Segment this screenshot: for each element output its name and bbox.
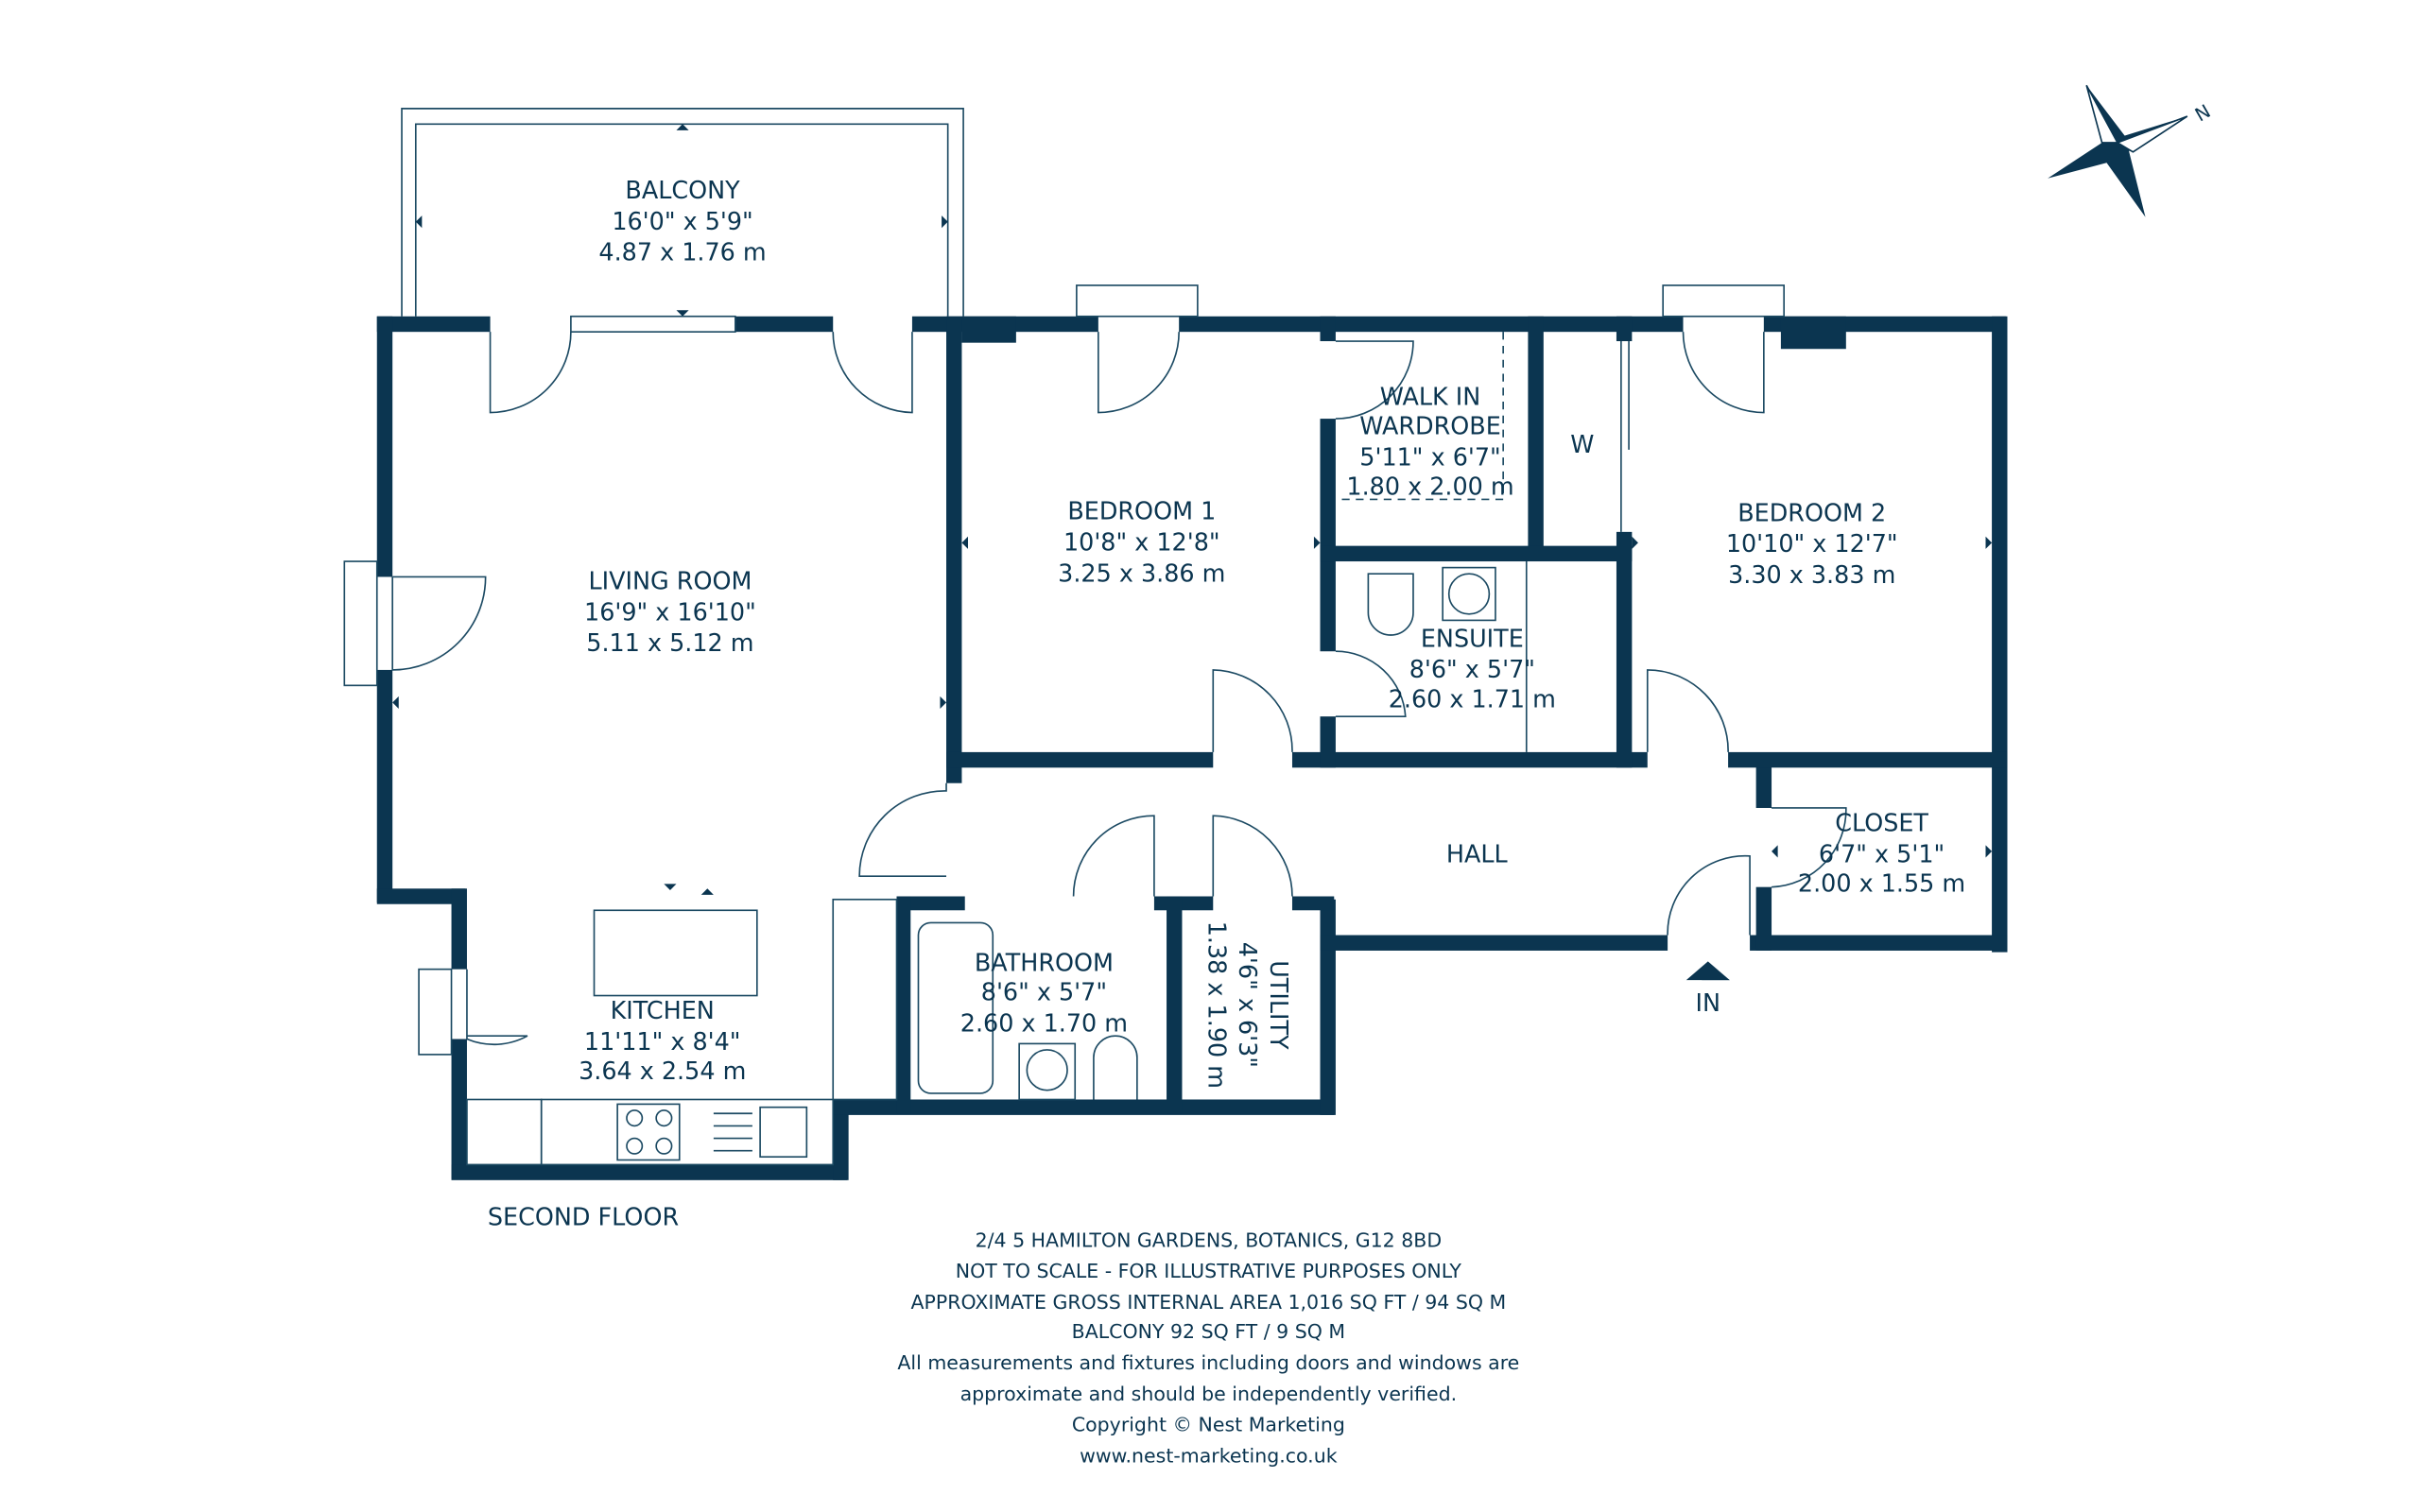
room-name: CLOSET — [1835, 809, 1928, 837]
room-balcony: BALCONY 16'0" x 5'9" 4.87 x 1.76 m — [598, 176, 766, 266]
room-metric: 3.25 x 3.86 m — [1058, 558, 1225, 587]
room-name: UTILITY — [1265, 960, 1293, 1050]
room-bathroom: BATHROOM 8'6" x 5'7" 2.60 x 1.70 m — [960, 948, 1128, 1037]
room-name: WARDROBE — [1359, 411, 1501, 439]
floor-label: SECOND FLOOR — [488, 1202, 679, 1230]
fixtures — [466, 332, 1630, 1166]
balcony-outline — [401, 108, 964, 317]
room-imperial: 5'11" x 6'7" — [1359, 442, 1500, 471]
room-utility: UTILITY 4'6" x 6'3" 1.38 x 1.90 m — [1202, 921, 1293, 1089]
room-metric: 4.87 x 1.76 m — [598, 238, 766, 266]
room-imperial: 10'8" x 12'8" — [1063, 528, 1220, 557]
north-arrow-compass-icon: N — [2048, 84, 2214, 217]
room-metric: 2.60 x 1.71 m — [1389, 684, 1556, 713]
footer-line: NOT TO SCALE - FOR ILLUSTRATIVE PURPOSES… — [956, 1260, 1462, 1282]
room-imperial: 11'11" x 8'4" — [584, 1027, 741, 1056]
room-name: BATHROOM — [975, 948, 1114, 976]
room-walk-in-wardrobe: WALK IN WARDROBE 5'11" x 6'7" 1.80 x 2.0… — [1346, 382, 1513, 500]
room-metric: 5.11 x 5.12 m — [586, 628, 753, 657]
room-hall: HALL — [1446, 839, 1509, 868]
footer-line: BALCONY 92 SQ FT / 9 SQ M — [1072, 1320, 1345, 1343]
room-imperial: 16'0" x 5'9" — [612, 207, 752, 235]
room-metric: 3.30 x 3.83 m — [1728, 560, 1895, 589]
footer-line: www.nest-marketing.co.uk — [1080, 1444, 1338, 1467]
room-metric: 1.80 x 2.00 m — [1346, 472, 1513, 500]
room-name: KITCHEN — [611, 996, 715, 1024]
room-name: BEDROOM 2 — [1737, 498, 1886, 526]
room-metric: 3.64 x 2.54 m — [579, 1057, 746, 1085]
footer-line: approximate and should be independently … — [960, 1383, 1458, 1405]
room-ensuite: ENSUITE 8'6" x 5'7" 2.60 x 1.71 m — [1389, 624, 1556, 713]
room-imperial: 4'6" x 6'3" — [1234, 942, 1262, 1068]
footer-line: APPROXIMATE GROSS INTERNAL AREA 1,016 SQ… — [911, 1291, 1507, 1314]
entrance-label: IN — [1696, 988, 1721, 1017]
footer-notes: 2/4 5 HAMILTON GARDENS, BOTANICS, G12 8B… — [897, 1228, 1519, 1467]
walls — [376, 316, 2008, 1180]
room-imperial: 16'9" x 16'10" — [584, 597, 756, 626]
room-name: ENSUITE — [1421, 624, 1524, 652]
room-kitchen: KITCHEN 11'11" x 8'4" 3.64 x 2.54 m — [579, 996, 746, 1085]
footer-line: All measurements and fixtures including … — [897, 1351, 1519, 1374]
doors — [343, 284, 1847, 1056]
room-living: LIVING ROOM 16'9" x 16'10" 5.11 x 5.12 m — [584, 567, 756, 658]
footer-line: 2/4 5 HAMILTON GARDENS, BOTANICS, G12 8B… — [976, 1228, 1443, 1251]
room-metric: 1.38 x 1.90 m — [1202, 921, 1231, 1089]
dimension-markers — [392, 124, 1993, 981]
room-w: W — [1570, 430, 1594, 458]
footer-line: Copyright © Nest Marketing — [1072, 1414, 1345, 1436]
room-name: BALCONY — [625, 176, 740, 204]
room-imperial: 8'6" x 5'7" — [1409, 655, 1535, 683]
room-imperial: 10'10" x 12'7" — [1726, 529, 1898, 558]
room-imperial: 6'7" x 5'1" — [1819, 839, 1945, 868]
room-name: BEDROOM 1 — [1067, 497, 1216, 525]
compass-north-label: N — [2191, 100, 2214, 126]
room-name: WALK IN — [1380, 382, 1481, 410]
room-bedroom-1: BEDROOM 1 10'8" x 12'8" 3.25 x 3.86 m — [1058, 497, 1225, 588]
room-bedroom-2: BEDROOM 2 10'10" x 12'7" 3.30 x 3.83 m — [1726, 498, 1898, 589]
room-name: LIVING ROOM — [588, 567, 752, 595]
room-closet: CLOSET 6'7" x 5'1" 2.00 x 1.55 m — [1798, 809, 1965, 898]
room-metric: 2.60 x 1.70 m — [960, 1008, 1128, 1037]
room-imperial: 8'6" x 5'7" — [981, 977, 1107, 1005]
room-metric: 2.00 x 1.55 m — [1798, 869, 1965, 898]
